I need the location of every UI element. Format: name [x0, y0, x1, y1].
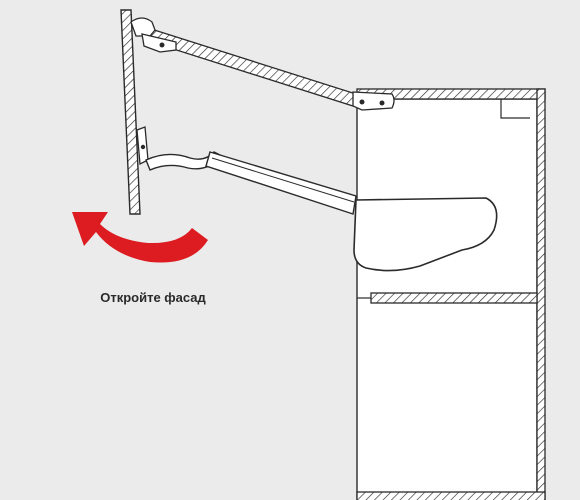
door-lift-bracket [136, 126, 149, 166]
cabinet-shelf [370, 292, 538, 304]
cabinet-side-wall [536, 88, 546, 500]
cabinet-back-rail [500, 99, 530, 119]
curved-arrow-icon [72, 212, 208, 263]
door-top-hinge [130, 17, 177, 53]
upper-link-arm [144, 27, 357, 107]
cabinet-top-hinge [352, 91, 395, 111]
front-panel [120, 9, 141, 215]
lift-bar [205, 151, 357, 215]
lift-mechanism-housing [353, 197, 498, 272]
lift-bar-edge [211, 157, 355, 203]
cabinet-bottom-board [356, 491, 546, 500]
cabinet [356, 88, 546, 500]
front-panel-board [120, 9, 141, 215]
instruction-label: Откройте фасад [100, 290, 206, 305]
